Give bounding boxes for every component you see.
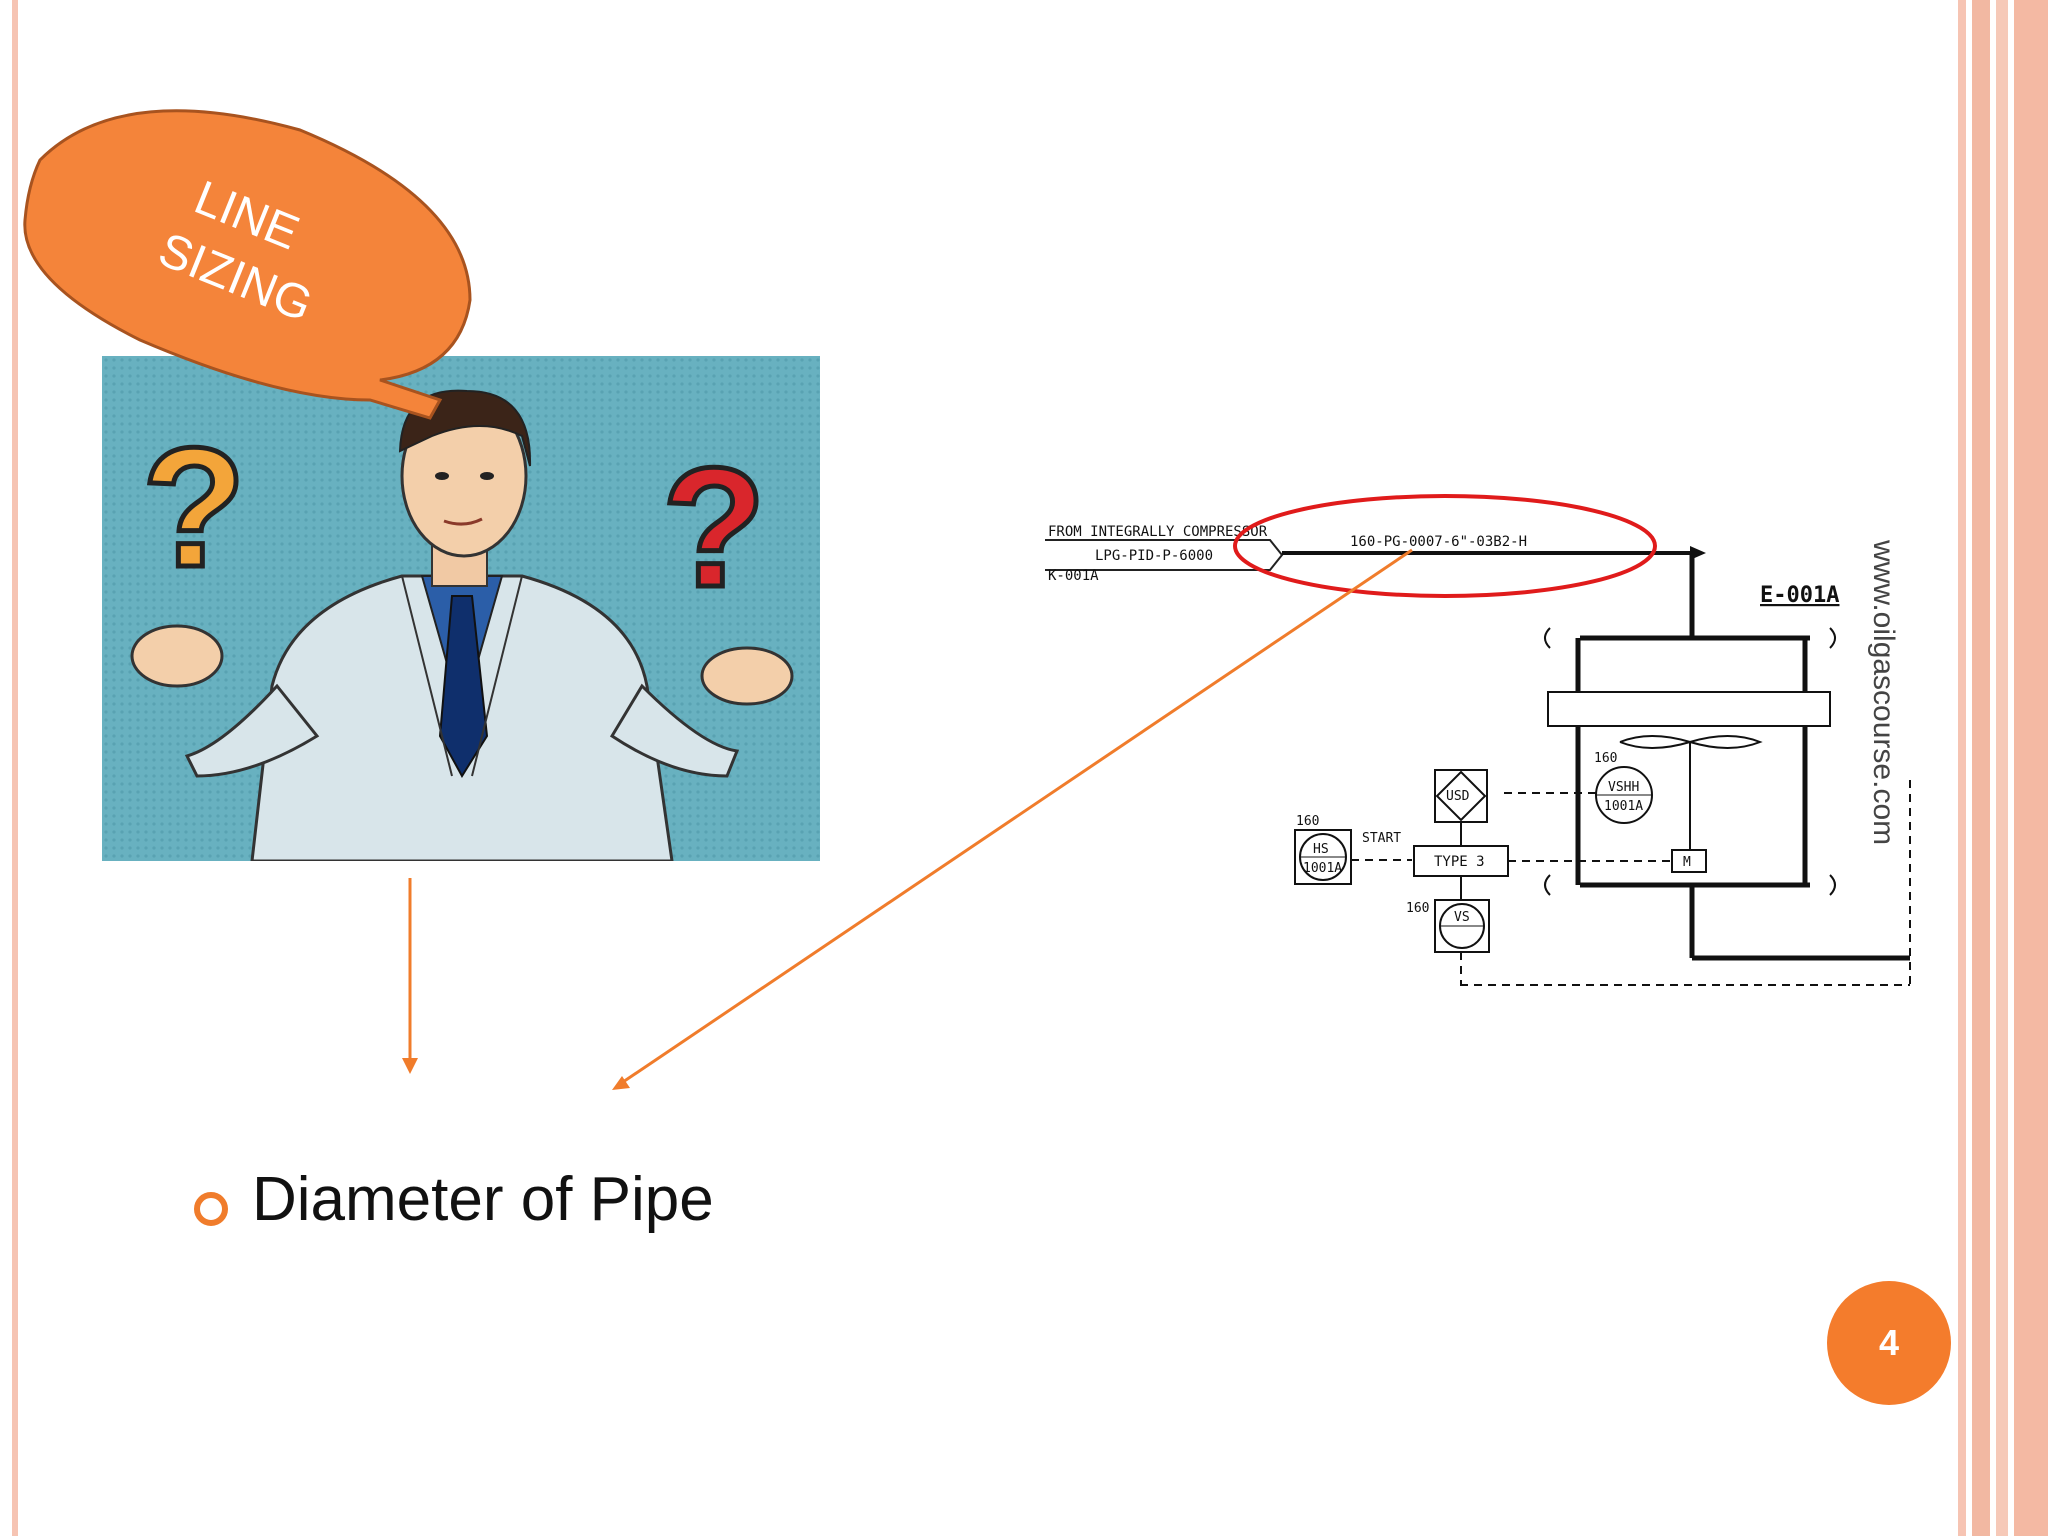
- bullet-text: Diameter of Pipe: [252, 1165, 714, 1234]
- confused-man-illustration: ? ?: [102, 356, 820, 861]
- bullet-circle-icon: [194, 1192, 228, 1226]
- pid-from-line2: LPG-PID-P-6000: [1095, 548, 1213, 564]
- pid-line-number: 160-PG-0007-6"-03B2-H: [1350, 534, 1527, 550]
- pid-start: START: [1362, 831, 1401, 846]
- pid-usd: USD: [1446, 789, 1470, 804]
- page-number: 4: [1827, 1281, 1951, 1405]
- pid-from-line3: K-001A: [1048, 568, 1099, 584]
- pid-hs-id: 1001A: [1303, 861, 1342, 876]
- line-highlight-ellipse: [1233, 494, 1657, 598]
- pid-equipment-tag: E-001A: [1760, 583, 1839, 608]
- question-mark-left-icon: ?: [142, 413, 246, 603]
- watermark: www.oilgascourse.com: [1867, 540, 1900, 846]
- pid-vs-tag: VS: [1454, 910, 1470, 925]
- pid-vshh-id: 1001A: [1604, 799, 1643, 814]
- speech-callout: [23, 109, 472, 420]
- pid-vs-num: 160: [1406, 901, 1429, 916]
- pid-hs-tag: HS: [1313, 842, 1329, 857]
- pid-hs-num: 160: [1296, 814, 1319, 829]
- pid-motor: M: [1683, 855, 1691, 870]
- pid-type: TYPE 3: [1434, 854, 1485, 870]
- pid-vshh-tag: VSHH: [1608, 780, 1639, 795]
- pid-diagram: FROM INTEGRALLY COMPRESSOR LPG-PID-P-600…: [1045, 494, 1911, 986]
- question-mark-right-icon: ?: [662, 433, 766, 623]
- pid-vshh-num: 160: [1594, 751, 1617, 766]
- pid-from-line1: FROM INTEGRALLY COMPRESSOR: [1048, 524, 1268, 540]
